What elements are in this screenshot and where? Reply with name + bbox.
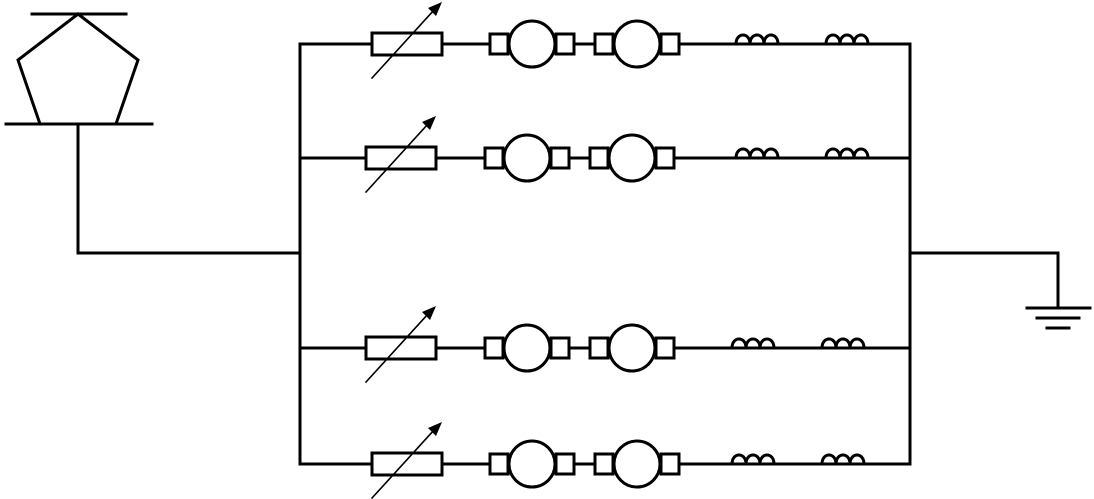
pentagon-source-icon [4,12,154,126]
ground-icon [1025,306,1092,330]
motor-icon [588,133,676,183]
inductor-icon [730,33,786,46]
variable-resistor-icon [370,422,444,499]
motor-icon [483,133,571,183]
branch-3 [298,306,912,384]
motor-icon [488,19,576,69]
variable-resistor-icon [364,116,438,194]
motor-icon [588,323,676,373]
ground-return [908,251,1060,310]
variable-resistor-icon [370,2,444,80]
motor-icon [593,439,681,489]
inductor-icon [820,33,876,46]
motor-icon [483,323,571,373]
branch-2 [298,116,912,194]
inductor-icon [816,337,872,350]
variable-resistor-icon [364,306,438,384]
branch-4 [298,422,912,499]
inductor-icon [726,453,782,466]
motor-icon [593,19,681,69]
branches-group [298,2,912,499]
inductor-icon [730,147,786,160]
inductor-icon [820,147,876,160]
inductor-icon [726,337,782,350]
branch-1 [298,2,912,80]
feeder-wire [76,122,302,255]
inductor-icon [816,453,872,466]
motor-icon [488,439,576,489]
